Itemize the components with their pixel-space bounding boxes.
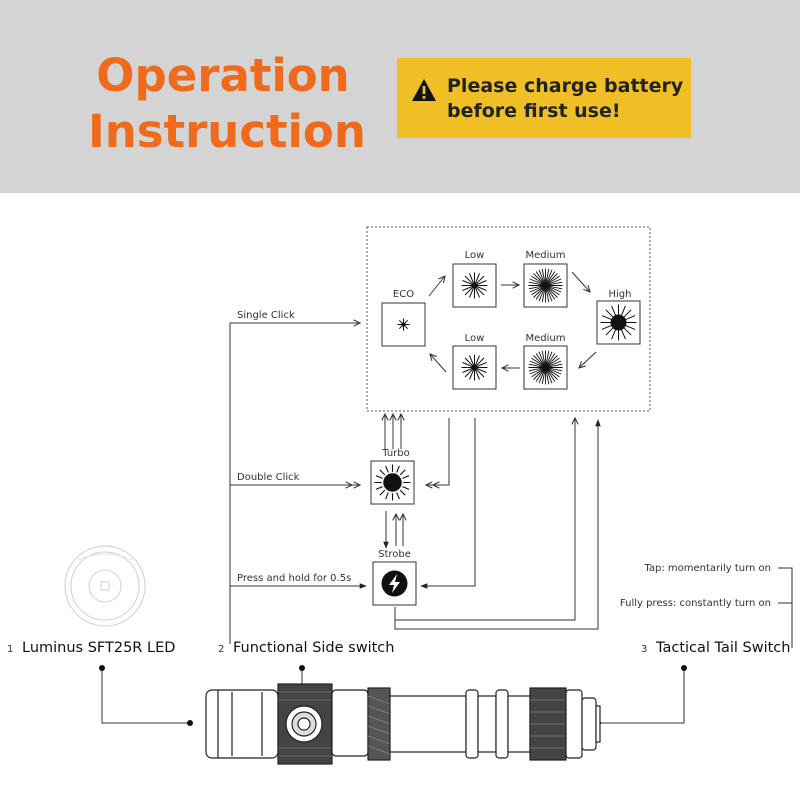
- cycle-arrows: [428, 271, 597, 373]
- label-eco: ECO: [393, 289, 414, 300]
- page-title: Operation Instruction: [88, 48, 366, 160]
- arrow-eco-to-low: [428, 276, 445, 297]
- burst-low-icon: [461, 272, 488, 299]
- mode-medium-bottom: Medium: [523, 333, 568, 390]
- mode-strobe: Strobe: [372, 549, 417, 606]
- mode-low-top: Low: [452, 250, 497, 308]
- label-medium-bottom: Medium: [526, 333, 566, 344]
- label-full-press: Fully press: constantly turn on: [620, 598, 771, 609]
- label-tap: Tap: momentarily turn on: [643, 563, 771, 574]
- arrow-high-to-medium: [579, 351, 597, 368]
- label-double-click: Double Click: [237, 472, 300, 483]
- burst-eco-icon: [397, 318, 410, 331]
- burst-medium-icon: [528, 350, 563, 385]
- label-press-hold: Press and hold for 0.5s: [237, 573, 351, 584]
- mode-low-bottom: Low: [452, 333, 497, 390]
- title-line-1: Operation: [96, 49, 350, 102]
- part-2-number: 2: [218, 644, 224, 655]
- part-1-label: Luminus SFT25R LED: [22, 640, 175, 656]
- arrow-medium-to-high: [571, 271, 590, 292]
- warning-text: Please charge battery before first use!: [447, 74, 687, 124]
- warning-line-1: Please charge battery: [447, 75, 684, 97]
- lightning-icon: [389, 574, 400, 593]
- burst-turbo-icon: [374, 464, 411, 501]
- label-turbo: Turbo: [381, 448, 410, 459]
- mode-medium-top: Medium: [523, 250, 568, 308]
- part-2-label: Functional Side switch: [233, 640, 394, 656]
- mode-high: High: [596, 289, 641, 345]
- title-line-2: Instruction: [88, 105, 366, 158]
- arrow-low-to-eco: [430, 354, 447, 373]
- warning-banner: Please charge battery before first use!: [397, 58, 691, 138]
- led-lens-illustration: [64, 545, 146, 627]
- label-high: High: [609, 289, 632, 300]
- turbo-double-arrows: [385, 414, 403, 549]
- tail-callouts: [778, 567, 793, 648]
- burst-low-icon: [461, 354, 488, 381]
- label-single-click: Single Click: [237, 310, 295, 321]
- burst-medium-icon: [528, 268, 563, 303]
- label-strobe: Strobe: [378, 549, 411, 560]
- mode-cycle-frame: [366, 226, 651, 412]
- part-3-label: Tactical Tail Switch: [655, 640, 790, 656]
- warning-line-2: before first use!: [447, 100, 621, 122]
- part-1-number: 1: [7, 644, 13, 655]
- part-3-number: 3: [641, 644, 647, 655]
- return-lines: [394, 418, 601, 630]
- mode-eco: ECO: [381, 289, 426, 347]
- action-lines: [229, 323, 367, 644]
- knurled-ring: [367, 687, 391, 761]
- label-low-bottom: Low: [465, 333, 485, 344]
- mode-turbo: Turbo: [370, 448, 415, 505]
- label-low-top: Low: [465, 250, 485, 261]
- label-medium-top: Medium: [526, 250, 566, 261]
- flashlight-illustration: [205, 683, 601, 765]
- tail-cap: [595, 705, 601, 743]
- warning-icon: [412, 79, 436, 101]
- burst-high-icon: [600, 304, 637, 341]
